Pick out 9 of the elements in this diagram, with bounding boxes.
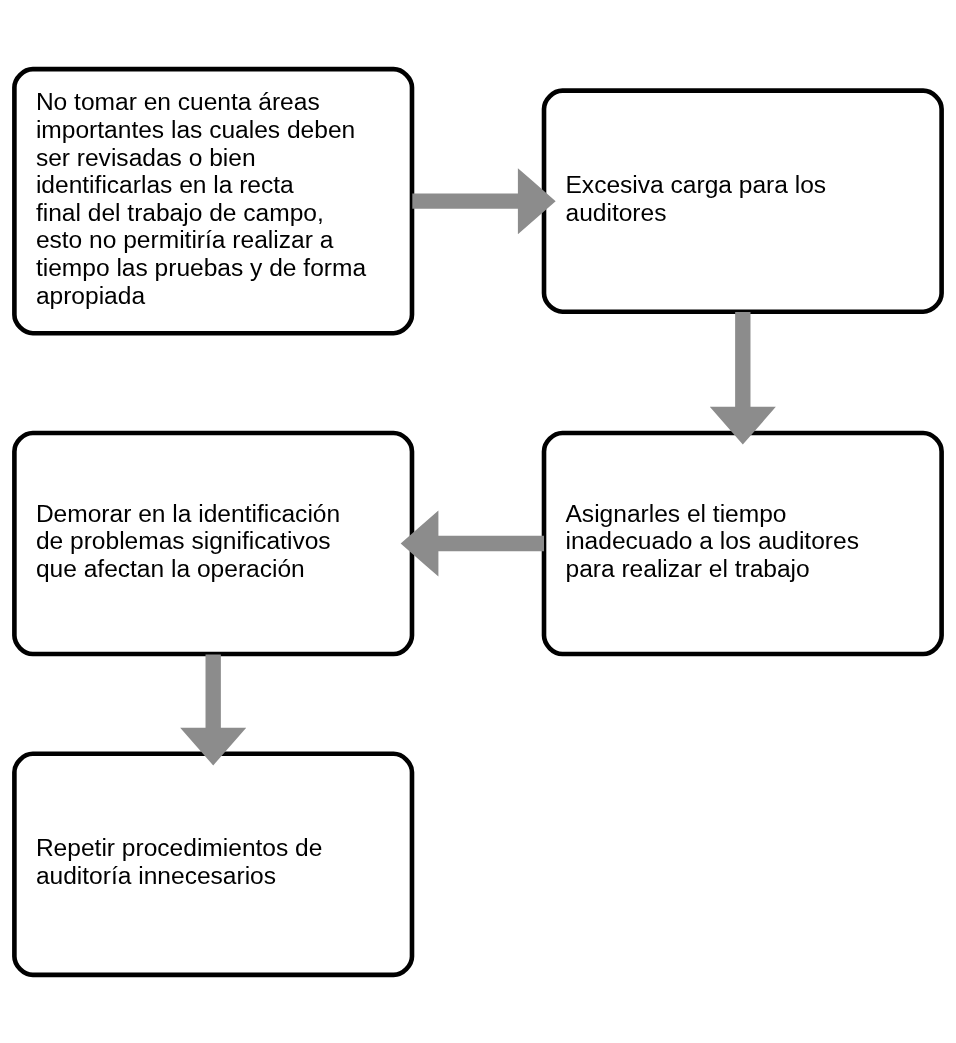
node-box: Asignarles el tiempo inadecuado a los auditores para realizar el trabajo xyxy=(541,430,944,656)
arrow xyxy=(709,311,776,445)
arrow xyxy=(400,509,544,577)
arrow xyxy=(180,653,247,765)
node-box: Repetir procedimientos de auditoría innecesarios xyxy=(12,751,415,977)
node-box: Demorar en la identificación de problemas significativos que afectan la operación xyxy=(12,430,415,656)
node-box: No tomar en cuenta áreas importantes las cuales deben ser revisadas o bien identificarlas en la recta final del trabajo de campo, esto no permitiría realizar a tiempo las pruebas y de forma apropiada xyxy=(12,66,415,335)
node-box: Excesiva carga para los auditores xyxy=(541,87,944,314)
arrow xyxy=(412,167,556,234)
